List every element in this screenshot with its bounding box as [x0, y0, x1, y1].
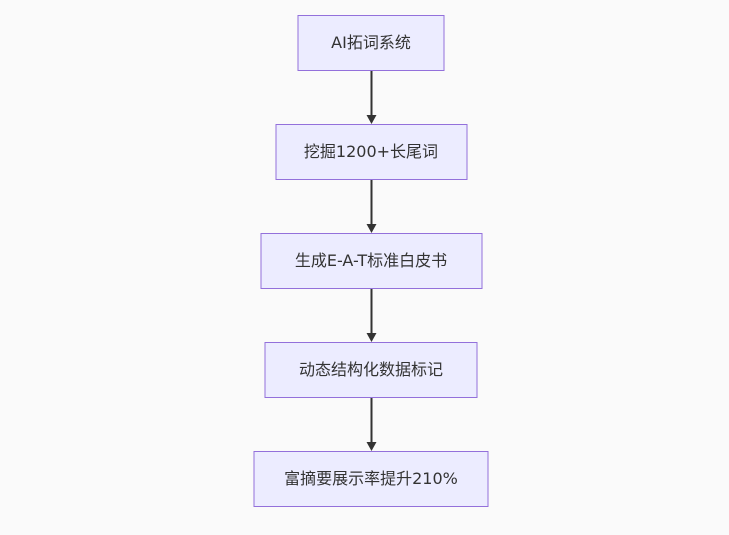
flow-node-ai-keyword-system: AI拓词系统: [297, 15, 445, 71]
node-label: 挖掘1200+长尾词: [303, 142, 439, 161]
arrow-line: [370, 180, 372, 225]
arrow-head-icon: [366, 442, 376, 451]
arrow-line: [370, 398, 372, 443]
flow-arrow-2: [366, 180, 376, 233]
node-label: 富摘要展示率提升210%: [284, 469, 458, 488]
arrow-head-icon: [366, 224, 376, 233]
arrow-head-icon: [366, 333, 376, 342]
node-label: AI拓词系统: [331, 33, 411, 52]
arrow-head-icon: [366, 115, 376, 124]
flow-node-rich-snippet-result: 富摘要展示率提升210%: [253, 451, 489, 507]
flow-node-longtail-mining: 挖掘1200+长尾词: [275, 124, 467, 180]
node-label: 动态结构化数据标记: [298, 360, 443, 379]
arrow-line: [370, 71, 372, 116]
flowchart: AI拓词系统 挖掘1200+长尾词 生成E-A-T标准白皮书 动态结构化数据标记: [253, 15, 489, 507]
arrow-line: [370, 289, 372, 334]
flow-node-eat-whitepaper: 生成E-A-T标准白皮书: [260, 233, 482, 289]
flow-arrow-3: [366, 289, 376, 342]
node-label: 生成E-A-T标准白皮书: [294, 251, 448, 270]
flow-node-structured-data: 动态结构化数据标记: [264, 342, 478, 398]
flow-arrow-1: [366, 71, 376, 124]
flow-arrow-4: [366, 398, 376, 451]
